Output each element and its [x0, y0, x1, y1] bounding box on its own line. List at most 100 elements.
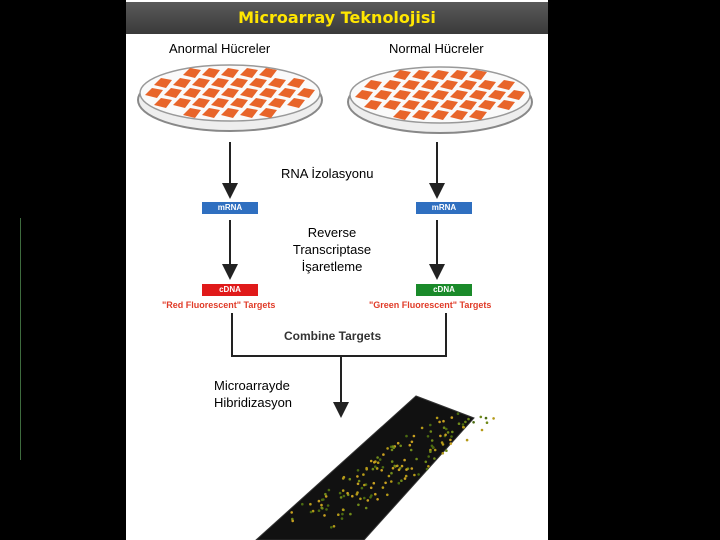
array-spot	[481, 429, 484, 432]
array-spot	[444, 434, 447, 437]
array-spot	[356, 475, 359, 478]
array-spot	[431, 445, 434, 448]
array-spot	[447, 431, 450, 434]
array-spot	[343, 495, 346, 498]
array-spot	[321, 499, 324, 502]
red-targets-label: "Red Fluorescent" Targets	[162, 300, 275, 310]
array-spot	[410, 449, 413, 452]
array-spot	[291, 520, 294, 523]
array-spot	[339, 492, 342, 495]
array-spot	[376, 456, 379, 459]
cdna-chip-left: cDNA	[202, 284, 258, 296]
microarray-slide	[256, 396, 495, 540]
array-spot	[457, 412, 460, 415]
array-spot	[349, 513, 352, 516]
array-spot	[382, 453, 385, 456]
array-spot	[327, 504, 330, 507]
array-spot	[398, 469, 401, 472]
array-spot	[400, 479, 403, 482]
array-spot	[390, 472, 393, 475]
reverse-transcriptase-label: Reverse Transcriptase İşaretleme	[282, 224, 382, 275]
array-spot	[445, 449, 448, 452]
array-spot	[310, 511, 313, 514]
array-spot	[343, 476, 346, 479]
array-spot	[450, 435, 453, 438]
array-spot	[405, 435, 408, 438]
array-spot	[370, 460, 373, 463]
array-spot	[436, 417, 439, 420]
array-spot	[333, 525, 336, 528]
array-spot	[374, 493, 377, 496]
array-spot	[429, 450, 432, 453]
array-spot	[388, 475, 391, 478]
array-spot	[403, 459, 406, 462]
array-spot	[411, 441, 414, 444]
array-spot	[351, 495, 354, 498]
array-spot	[356, 493, 359, 496]
hybridization-label: Microarrayde Hibridizasyon	[214, 377, 292, 411]
array-spot	[451, 416, 454, 419]
array-spot	[451, 431, 454, 434]
array-spot	[427, 465, 430, 468]
array-spot	[393, 465, 396, 468]
array-spot	[342, 508, 345, 511]
array-spot	[433, 457, 436, 460]
array-spot	[415, 458, 418, 461]
array-spot	[323, 514, 326, 517]
array-spot	[373, 461, 376, 464]
array-spot	[413, 474, 416, 477]
array-spot	[346, 492, 349, 495]
left-petri-dish	[138, 65, 322, 131]
array-spot	[397, 442, 400, 445]
array-spot	[442, 452, 445, 455]
array-spot	[427, 455, 430, 458]
array-spot	[438, 421, 441, 424]
array-spot	[361, 487, 364, 490]
array-spot	[324, 493, 327, 496]
array-spot	[409, 444, 412, 447]
array-spot	[386, 447, 389, 450]
array-spot	[445, 428, 448, 431]
green-targets-label: "Green Fluorescent" Targets	[369, 300, 491, 310]
array-spot	[370, 494, 373, 497]
array-spot	[362, 473, 365, 476]
array-spot	[359, 498, 362, 501]
array-spot	[392, 467, 395, 470]
array-spot	[365, 468, 368, 471]
diagram-panel: Microarray Teknolojisi Anormal Hücreler …	[126, 0, 548, 540]
array-spot	[398, 482, 401, 485]
array-spot	[337, 513, 340, 516]
cdna-chip-right: cDNA	[416, 284, 472, 296]
array-spot	[450, 442, 453, 445]
array-spot	[480, 416, 483, 419]
array-spot	[466, 439, 469, 442]
array-spot	[341, 513, 344, 516]
array-spot	[325, 508, 328, 511]
array-spot	[492, 417, 495, 420]
array-spot	[442, 443, 445, 446]
array-spot	[318, 500, 321, 503]
mrna-chip-right: mRNA	[416, 202, 472, 214]
array-spot	[443, 426, 446, 429]
array-spot	[472, 421, 475, 424]
array-spot	[426, 468, 429, 471]
array-spot	[429, 424, 432, 427]
array-spot	[382, 486, 385, 489]
array-spot	[462, 423, 465, 426]
array-spot	[427, 435, 430, 438]
array-spot	[439, 435, 442, 438]
right-petri-dish	[348, 67, 532, 133]
array-spot	[464, 421, 467, 424]
array-spot	[382, 466, 385, 469]
array-spot	[458, 422, 461, 425]
array-spot	[411, 467, 414, 470]
mrna-chip-left: mRNA	[202, 202, 258, 214]
array-spot	[386, 494, 389, 497]
array-spot	[485, 417, 488, 420]
array-spot	[321, 507, 324, 510]
rna-isolation-label: RNA İzolasyonu	[281, 166, 374, 181]
array-spot	[434, 449, 437, 452]
array-spot	[413, 435, 416, 438]
array-spot	[393, 446, 396, 449]
array-spot	[377, 461, 380, 464]
